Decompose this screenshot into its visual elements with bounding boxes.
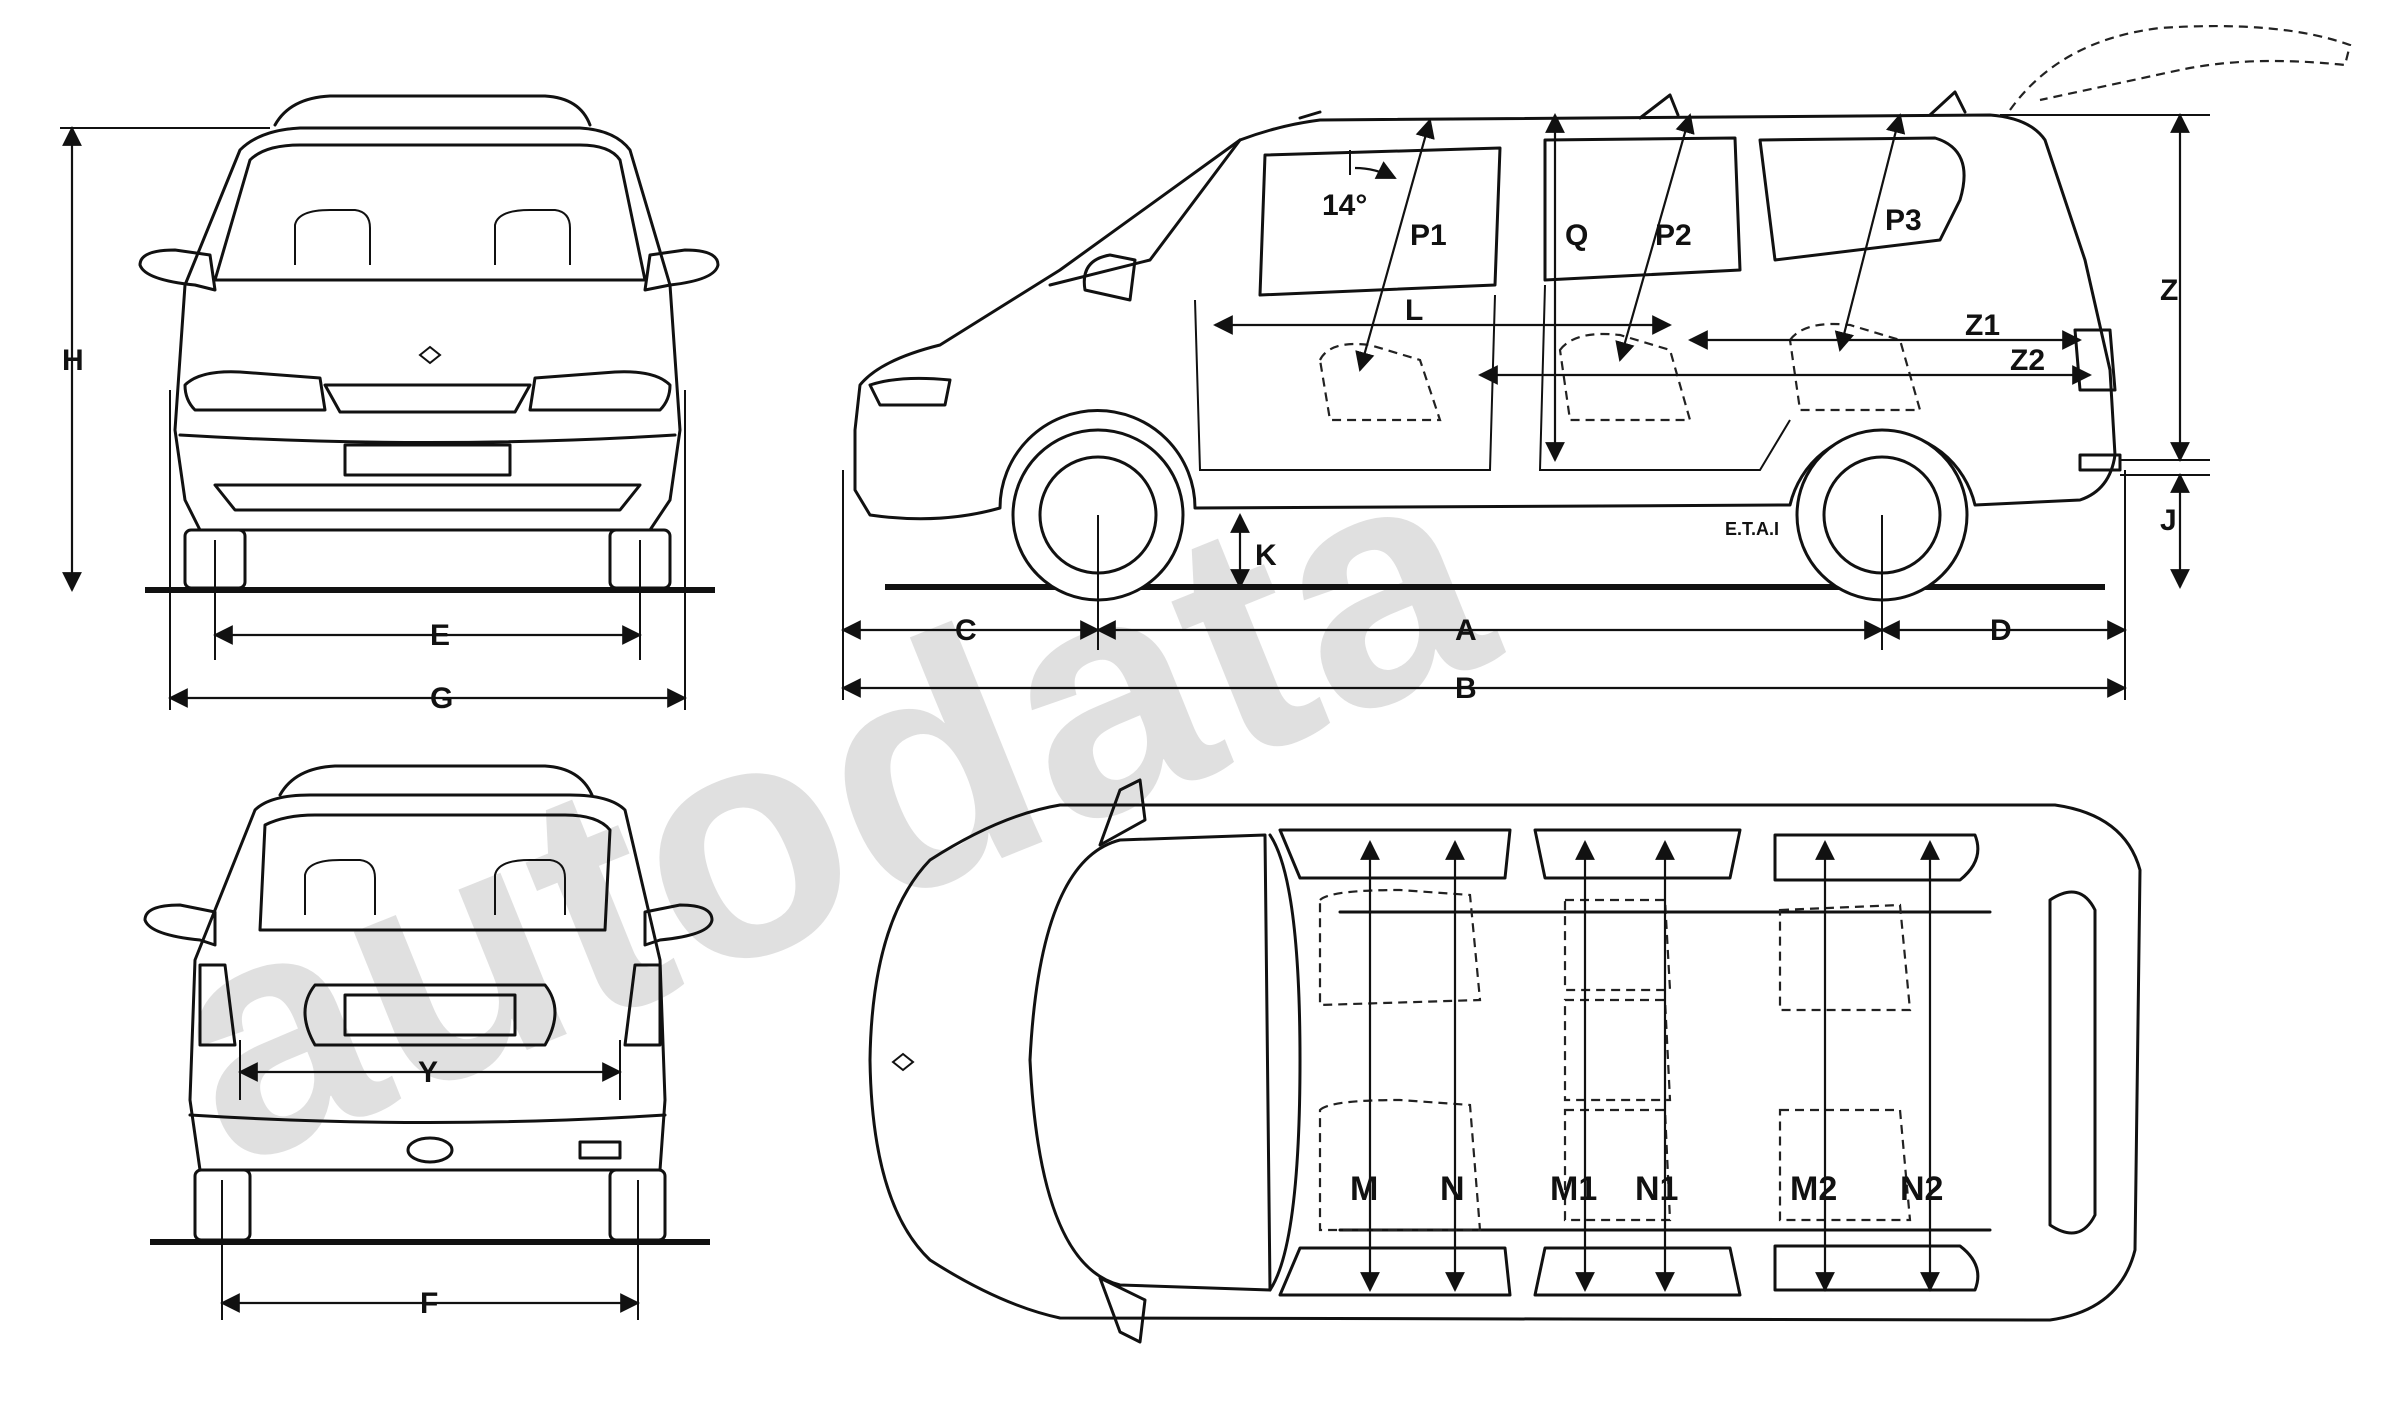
- dim-p3-label: P3: [1885, 204, 1922, 237]
- dim-b-label: B: [1455, 672, 1477, 705]
- side-window-rear: [1758, 136, 1966, 262]
- dim-c-label: C: [955, 614, 977, 647]
- dim-n2-label: N2: [1900, 1170, 1943, 1208]
- dim-n1-label: N1: [1635, 1170, 1678, 1208]
- dim-a-label: A: [1455, 614, 1477, 647]
- brand-logo-icon: [418, 345, 442, 365]
- top-seat-rear-right: [1778, 1108, 1912, 1222]
- front-headlight-left: [183, 370, 327, 412]
- top-window-right-1: [1278, 1246, 1512, 1297]
- top-view: M N M1 N1 M2 N2: [868, 778, 2142, 1344]
- angle-label: 14°: [1322, 189, 1367, 222]
- top-window-left-2: [1533, 828, 1742, 880]
- rear-plate-surround: [303, 983, 557, 1047]
- dim-y-label: Y: [418, 1056, 438, 1089]
- rear-taillight-right: [623, 963, 662, 1047]
- top-window-left-3: [1773, 833, 1980, 882]
- rear-tow-cover: [406, 1136, 454, 1164]
- etai-badge: E.T.A.I: [1725, 519, 1779, 539]
- rear-window: [258, 813, 612, 932]
- top-seat-rear-left: [1778, 903, 1912, 1012]
- dim-m-label: M: [1350, 1170, 1378, 1208]
- front-headlight-right: [528, 370, 672, 412]
- dim-h-label: H: [62, 344, 84, 377]
- top-seat-mid-2: [1563, 998, 1672, 1102]
- front-roof-rail: [273, 94, 592, 127]
- front-mirror-left: [138, 248, 217, 292]
- side-seat-row2: [1558, 332, 1692, 422]
- angle-arc: [1354, 161, 1397, 179]
- top-window-left-1: [1278, 828, 1512, 880]
- rear-roof-rail: [278, 764, 594, 797]
- rear-headrest-left: [304, 859, 376, 915]
- side-seat-row1: [1318, 342, 1442, 422]
- dim-j-label: J: [2160, 504, 2177, 537]
- front-seat-right: [494, 209, 571, 265]
- side-roof-rail-front: [1298, 110, 1322, 120]
- dim-p3-line: [1834, 113, 1906, 352]
- side-sliding-door: [1538, 284, 1791, 471]
- dim-d-label: D: [1990, 614, 2012, 647]
- open-tailgate-dashed: [2009, 24, 2352, 111]
- side-roof-rail-rear: [1928, 90, 1967, 117]
- dim-m2-label: M2: [1790, 1170, 1837, 1208]
- side-mirror: [1082, 253, 1137, 302]
- rear-bumper-line: [188, 1113, 667, 1124]
- rear-taillight-left: [198, 963, 237, 1047]
- front-windshield: [213, 143, 647, 282]
- top-windshield: [1028, 833, 1272, 1292]
- top-roof-front-edge: [1268, 833, 1302, 1292]
- dim-l-label: L: [1405, 294, 1423, 327]
- rear-view: Y F: [143, 764, 714, 1320]
- rear-headrest-right: [494, 859, 566, 915]
- side-window-front: [1258, 146, 1502, 297]
- top-rear-window: [2048, 890, 2097, 1235]
- dim-e-label: E: [430, 619, 450, 652]
- front-grille: [323, 383, 532, 414]
- front-license-plate: [343, 443, 512, 477]
- top-window-right-2: [1533, 1246, 1742, 1297]
- side-roof-rail-mid: [1638, 93, 1680, 120]
- dim-m1-label: M1: [1550, 1170, 1597, 1208]
- front-body: [173, 126, 682, 532]
- side-view: E.T.A.I P1 Q P2 P3 14° L Z1 Z2 Z J K: [841, 24, 2352, 705]
- dim-z-label: Z: [2160, 274, 2178, 307]
- dim-q-label: Q: [1565, 219, 1588, 252]
- dim-f-label: F: [420, 1287, 438, 1320]
- side-headlight: [868, 376, 952, 407]
- top-body: [868, 803, 2142, 1322]
- side-window-middle: [1543, 136, 1742, 282]
- side-seat-row3: [1788, 322, 1922, 412]
- front-seat-left: [294, 209, 371, 265]
- top-mirror-left: [1098, 778, 1147, 847]
- rear-mirror-left: [143, 903, 217, 947]
- rear-license-plate: [343, 993, 517, 1037]
- rear-fog-light: [578, 1140, 622, 1160]
- dim-p1-label: P1: [1410, 219, 1447, 252]
- dim-n-label: N: [1440, 1170, 1465, 1208]
- front-bumper-line: [178, 433, 677, 444]
- dim-g-label: G: [430, 682, 453, 715]
- rear-body: [188, 793, 667, 1172]
- dim-k-label: K: [1255, 539, 1277, 572]
- front-lower-intake: [213, 483, 642, 512]
- top-mirror-right: [1098, 1276, 1147, 1344]
- rear-mirror-right: [643, 903, 714, 947]
- side-rear-reflector: [2078, 453, 2122, 472]
- top-seat-mid-1: [1563, 898, 1672, 992]
- front-mirror-right: [643, 248, 720, 292]
- front-view: H E G: [60, 94, 720, 715]
- dim-z1-label: Z1: [1965, 309, 2000, 342]
- dim-z2-label: Z2: [2010, 344, 2045, 377]
- top-window-right-3: [1773, 1244, 1980, 1292]
- top-brand-logo-icon: [891, 1052, 915, 1072]
- dim-p2-label: P2: [1655, 219, 1692, 252]
